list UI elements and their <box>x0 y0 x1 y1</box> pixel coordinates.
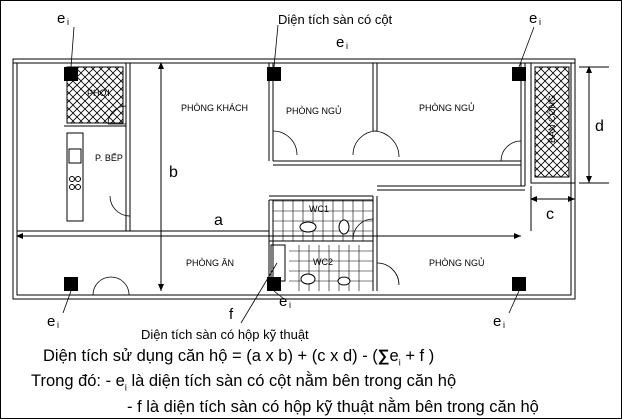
formula-text: Diện tích sử dụng căn hộ = (a x b) + (c … <box>43 347 378 365</box>
room-label-living: PHÒNG KHÁCH <box>181 103 248 113</box>
dimension-d-label: d <box>595 118 604 135</box>
wc-fixtures <box>299 219 351 286</box>
column-symbol-top-left: e i <box>57 10 69 27</box>
column-symbol-bottom-left: e i <box>47 313 59 330</box>
leader-lines <box>62 24 535 324</box>
formula-line-3: - f là diện tích sàn có hộp kỹ thuật nằm… <box>1 398 622 417</box>
e-subscript: i <box>503 320 505 330</box>
e-symbol: e <box>57 10 65 27</box>
room-label-balcony: BAN CÔNG <box>547 95 557 143</box>
e-symbol: e <box>529 10 537 27</box>
room-label-bedroom-1: PHÒNG NGỦ <box>286 105 342 116</box>
column-marker <box>512 277 526 291</box>
e-subscript: i <box>67 17 69 27</box>
balcony <box>530 62 576 184</box>
column-area-callout: Diện tích sàn có cột <box>278 12 393 27</box>
interior-walls <box>17 63 526 291</box>
floor-plan-svg: PHƠI PHÒNG KHÁCH PHÒNG NGỦ PHÒNG NGỦ P. … <box>12 10 609 342</box>
dimension-a-label: a <box>214 212 223 229</box>
e-subscript: i <box>539 17 541 27</box>
column-marker <box>64 277 78 291</box>
room-label-bedroom-2: PHÒNG NGỦ <box>419 102 475 113</box>
sigma-symbol: ∑ <box>377 347 390 365</box>
e-symbol: e <box>336 34 344 51</box>
formula-line-2: Trong đó: - ei là diện tích sàn có cột n… <box>1 372 622 397</box>
room-label-bedroom-3: PHÒNG NGỦ <box>429 257 485 268</box>
shaft-symbol-f: f <box>229 306 234 323</box>
formula-line-1: Diện tích sử dụng căn hộ = (a x b) + (c … <box>1 347 622 372</box>
room-label-kitchen: P. BẾP <box>95 153 123 163</box>
dimension-lines <box>16 62 609 291</box>
column-marker <box>267 277 281 291</box>
formula-subscript: i <box>398 357 401 368</box>
column-symbol-bottom-right: e i <box>493 313 505 330</box>
e-subscript: i <box>289 300 291 310</box>
column-marker <box>267 67 281 81</box>
e-symbol: e <box>279 293 287 310</box>
formula-definition-e-text: là diện tích sàn có cột nằm bên trong că… <box>126 372 457 391</box>
e-symbol: e <box>47 313 55 330</box>
formula-definition-f: - f là diện tích sàn có hộp kỹ thuật nằm… <box>127 397 539 416</box>
column-marker <box>512 67 526 81</box>
column-symbol-top-center: e i <box>336 34 348 51</box>
kitchen-counter <box>66 132 84 222</box>
e-symbol: e <box>493 313 501 330</box>
column-marker <box>64 67 78 81</box>
column-symbol-bottom-middle: e i <box>279 293 291 310</box>
formula-block: Diện tích sử dụng căn hộ = (a x b) + (c … <box>1 347 622 417</box>
e-subscript: i <box>346 41 348 51</box>
columns <box>64 67 526 291</box>
formula-definition-e: Trong đó: - e <box>31 372 125 391</box>
wc-tiles <box>273 200 373 291</box>
dimension-b-label: b <box>169 164 178 181</box>
room-label-wc2: WC2 <box>313 257 333 267</box>
dimension-c-label: c <box>546 206 554 223</box>
formula-suffix: + f ) <box>405 347 435 365</box>
room-label-wc1: WC1 <box>309 204 329 214</box>
formula-e: e <box>389 347 399 365</box>
doors <box>92 105 522 296</box>
formula-subscript: i <box>124 382 127 393</box>
room-label-phoi: PHƠI <box>87 88 110 98</box>
shaft-area-callout: Diện tích sàn có hộp kỹ thuật <box>141 327 309 342</box>
e-subscript: i <box>57 320 59 330</box>
column-symbol-top-right: e i <box>529 10 541 27</box>
room-label-dining: PHÒNG ĂN <box>186 258 234 268</box>
